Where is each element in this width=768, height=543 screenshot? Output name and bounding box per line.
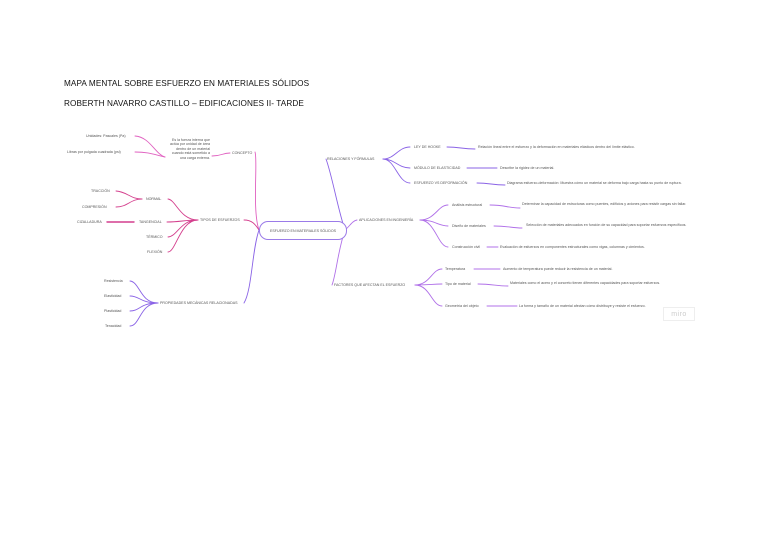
node-analisis-desc[interactable]: Determinar la capacidad de estructuras c… — [522, 202, 687, 206]
node-temperatura[interactable]: Temperatura — [445, 267, 466, 271]
map-title: MAPA MENTAL SOBRE ESFUERZO EN MATERIALES… — [64, 79, 310, 88]
node-relaciones[interactable]: RELACIONES Y FÓRMULAS — [327, 157, 375, 161]
node-construccion-civil[interactable]: Construcción civil — [452, 245, 480, 249]
node-ley-hooke-desc[interactable]: Relación lineal entre el esfuerzo y la d… — [478, 145, 635, 149]
node-tipos-esfuerzos[interactable]: TIPOS DE ESFUERZOS — [200, 218, 240, 222]
node-diseno-materiales[interactable]: Diseño de materiales — [452, 224, 486, 228]
node-traccion[interactable]: TRACCIÓN — [91, 189, 110, 193]
node-analisis-estructural[interactable]: Análisis estructural — [452, 203, 483, 207]
node-elasticidad[interactable]: Elasticidad — [104, 294, 122, 298]
node-esfuerzo-deformacion-desc[interactable]: Diagrama esfuerzo-deformación: Muestra c… — [507, 181, 682, 185]
node-concepto-definition[interactable]: Es la fuerza interna que actúa por unida… — [170, 138, 210, 160]
node-factores[interactable]: FACTORES QUE AFECTAN EL ESFUERZO — [334, 283, 406, 287]
node-geometria-desc[interactable]: La forma y tamaño de un material afectan… — [519, 304, 646, 308]
node-concepto[interactable]: CONCEPTO — [232, 151, 253, 155]
node-modulo-elasticidad[interactable]: MÓDULO DE ELASTICIDAD — [414, 166, 461, 170]
miro-watermark: miro — [663, 307, 695, 321]
node-cizalladura[interactable]: CIZALLADURA — [77, 220, 102, 224]
node-unit-psi[interactable]: Libras por pulgada cuadrada (psi) — [67, 150, 121, 154]
node-flexion[interactable]: FLEXIÓN — [147, 250, 163, 254]
node-normal[interactable]: NORMAL — [146, 197, 162, 201]
node-unit-pascales[interactable]: Unidades: Pascales (Pa) — [86, 134, 126, 138]
node-tenacidad[interactable]: Tenacidad — [105, 324, 122, 328]
node-tipo-material-desc[interactable]: Materiales como el acero y el concreto t… — [510, 281, 661, 285]
map-subtitle: ROBERTH NAVARRO CASTILLO – EDIFICACIONES… — [64, 99, 304, 108]
node-diseno-desc[interactable]: Selección de materiales adecuados en fun… — [526, 223, 687, 227]
node-construccion-desc[interactable]: Evaluación de esfuerzos en componentes e… — [500, 245, 645, 249]
node-modulo-desc[interactable]: Describe la rigidez de un material. — [500, 166, 555, 170]
root-node[interactable]: ESFUERZO EN MATERIALES SÓLIDOS — [259, 221, 347, 240]
node-tangencial[interactable]: TANGENCIAL — [139, 220, 162, 224]
node-propiedades[interactable]: PROPIEDADES MECÁNICAS RELACIONADAS — [160, 301, 238, 305]
node-esfuerzo-deformacion[interactable]: ESFUERZO VS DEFORMACIÓN — [414, 181, 468, 185]
node-temperatura-desc[interactable]: Aumento de temperatura puede reducir la … — [503, 267, 613, 271]
node-resistencia[interactable]: Resistencia — [104, 279, 123, 283]
node-plasticidad[interactable]: Plasticidad — [104, 309, 122, 313]
node-geometria[interactable]: Geometría del objeto — [445, 304, 479, 308]
node-termico[interactable]: TÉRMICO — [146, 235, 163, 239]
node-aplicaciones[interactable]: APLICACIONES EN INGENIERÍA — [359, 218, 414, 222]
node-tipo-material[interactable]: Tipo de material — [445, 282, 471, 286]
node-compresion[interactable]: COMPRESIÓN — [82, 205, 107, 209]
node-ley-hooke[interactable]: LEY DE HOOKE — [414, 145, 441, 149]
